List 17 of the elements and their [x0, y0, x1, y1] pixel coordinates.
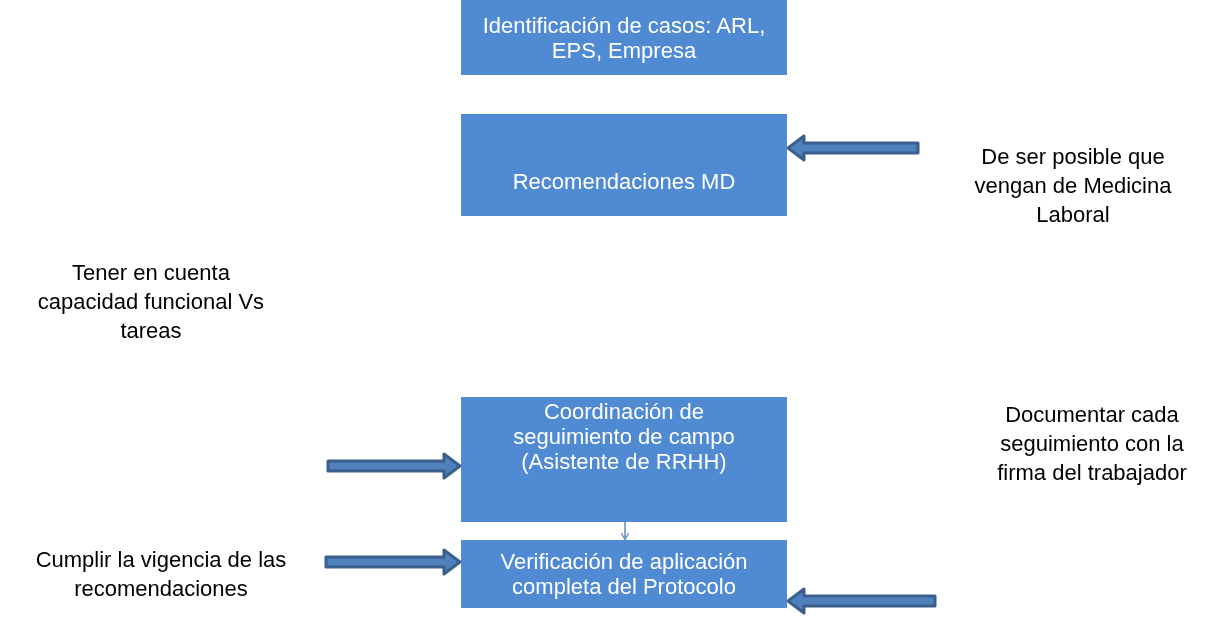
- block-arrow: [786, 587, 937, 615]
- node-text: Identificación de casos: ARL, EPS, Empresa: [481, 12, 767, 63]
- block-arrow: [786, 134, 920, 162]
- arrow: [620, 521, 630, 541]
- process-box: [461, 397, 787, 522]
- process-box: [461, 540, 787, 608]
- node-text: Verificación de aplicación completa del Protocolo: [499, 549, 749, 599]
- block-arrow: [326, 452, 462, 480]
- node-text: Coordinación de seguimiento de campo (Asistente de RRHH): [512, 399, 736, 474]
- process-box: [461, 0, 787, 75]
- node-text: Cumplir la vigencia de las recomendaciones: [34, 546, 288, 603]
- block-arrow: [324, 548, 462, 576]
- process-box: [461, 114, 787, 216]
- node-text: Tener en cuenta capacidad funcional Vs tareas: [36, 259, 266, 345]
- node-text: Recomendaciones MD: [512, 169, 736, 194]
- node-text: Documentar cada seguimiento con la firma del trabajador: [996, 401, 1188, 487]
- node-text: De ser posible que vengan de Medicina Laboral: [973, 143, 1173, 229]
